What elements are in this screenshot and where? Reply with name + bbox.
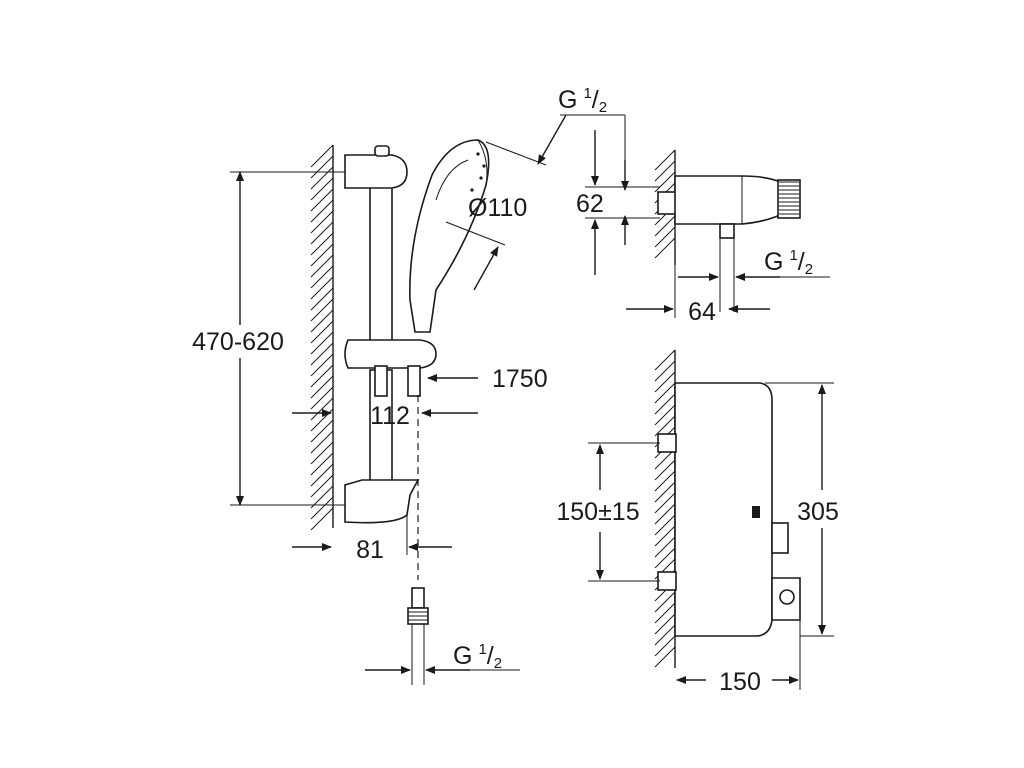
dimension-hose-length: 1750 (427, 365, 548, 393)
dimension-body-height-front: 305 (765, 382, 839, 637)
dimension-inlet-spacing: 150±15 (556, 442, 660, 582)
label-body-height-front: 305 (797, 498, 839, 526)
label-hose-length: 1750 (492, 365, 548, 393)
thermostat-side-view (657, 175, 801, 239)
hose-connector (407, 587, 429, 685)
label-body-depth: 150 (719, 668, 761, 696)
label-body-height-side: 62 (576, 190, 604, 218)
dimension-rail-offset: 112 (292, 402, 478, 430)
shower-rail (344, 145, 437, 524)
wall-hatch-right-bottom (654, 349, 676, 668)
label-rail-offset: 112 (370, 402, 410, 430)
dimension-outlet-offset: 64 (626, 265, 770, 326)
dimension-body-height-side: 62 (576, 130, 660, 275)
dimension-bracket-depth: 81 (292, 512, 452, 564)
hand-shower (409, 139, 490, 333)
dimension-height-range: 470-620 (192, 171, 345, 506)
label-outlet-offset: 64 (688, 298, 716, 326)
wall-hatch-left (310, 144, 334, 531)
thermostat-front-view (657, 382, 801, 637)
dimension-handshower-diameter: Ø110 (445, 114, 567, 291)
dimension-body-depth: 150 (676, 620, 801, 696)
label-height-range: 470-620 (192, 328, 284, 356)
label-handshower-diameter: Ø110 (468, 194, 527, 222)
label-inlet-spacing: 150±15 (556, 498, 639, 526)
label-bracket-depth: 81 (356, 536, 384, 564)
